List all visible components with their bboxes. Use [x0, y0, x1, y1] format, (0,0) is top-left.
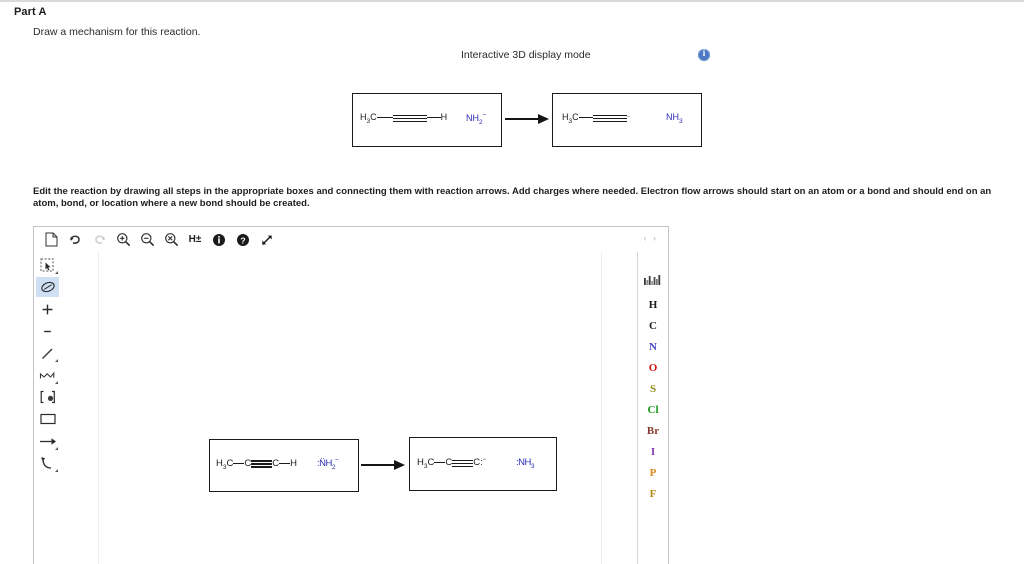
element-H[interactable]: H	[648, 299, 658, 311]
canvas-right-guide	[601, 252, 602, 564]
element-N[interactable]: N	[649, 341, 657, 353]
info-icon[interactable]	[210, 231, 228, 249]
element-S[interactable]: S	[649, 383, 657, 395]
reaction-arrow-tool[interactable]	[36, 431, 59, 451]
rectangle-box-tool[interactable]	[36, 409, 59, 429]
reaction-arrow	[505, 114, 551, 124]
element-palette: H C N O S Cl Br I P F	[637, 252, 668, 564]
mechanism-step-2-box[interactable]	[409, 437, 557, 491]
page-title: Part A	[14, 6, 47, 18]
zoom-reset-icon[interactable]	[162, 231, 180, 249]
hydrogen-toggle-button[interactable]: H±	[188, 233, 202, 245]
single-bond-tool[interactable]	[36, 343, 59, 363]
editor-toolbar: H± ? ‹ ›	[34, 227, 668, 252]
curved-arrow-tool[interactable]	[36, 453, 59, 473]
svg-text:?: ?	[240, 235, 245, 245]
select-tool[interactable]	[36, 255, 59, 275]
help-icon[interactable]: ?	[234, 231, 252, 249]
decrease-charge-tool[interactable]	[36, 321, 59, 341]
product-reagent: NH3	[666, 112, 683, 125]
palette-nav-chevrons[interactable]: ‹ ›	[643, 233, 658, 243]
reaction-reactant-box	[352, 93, 502, 147]
periodic-table-icon[interactable]	[644, 272, 662, 290]
mechanism-arrow[interactable]	[361, 460, 407, 470]
molecule-editor: H± ? ‹ ›	[33, 226, 669, 564]
undo-icon[interactable]	[66, 231, 84, 249]
mechanism-step-1-box[interactable]	[209, 439, 359, 492]
product-molecule: H3C⁻	[562, 112, 631, 125]
element-C[interactable]: C	[649, 320, 657, 332]
new-document-icon[interactable]	[42, 231, 60, 249]
redo-icon	[90, 231, 108, 249]
element-F[interactable]: F	[649, 488, 657, 500]
info-icon[interactable]	[698, 48, 710, 61]
prompt-text: Draw a mechanism for this reaction.	[33, 26, 201, 38]
zoom-out-icon[interactable]	[138, 231, 156, 249]
element-Br[interactable]: Br	[646, 425, 660, 437]
step-1-reagent: :N̈H2−	[317, 457, 339, 472]
chain-tool[interactable]	[36, 365, 59, 385]
display-mode-label: Interactive 3D display mode	[461, 49, 591, 61]
canvas-left-guide	[98, 252, 99, 564]
eraser-tool[interactable]	[36, 277, 59, 297]
reaction-product-box	[552, 93, 702, 147]
increase-charge-tool[interactable]	[36, 299, 59, 319]
reactant-reagent: NH2−	[466, 112, 487, 126]
element-P[interactable]: P	[649, 467, 657, 479]
editor-tool-rail	[34, 252, 62, 564]
element-Cl[interactable]: Cl	[647, 404, 659, 416]
top-divider	[0, 0, 1024, 2]
fullscreen-icon[interactable]	[258, 231, 276, 249]
bracket-tool[interactable]	[36, 387, 59, 407]
element-O[interactable]: O	[648, 362, 658, 374]
element-I[interactable]: I	[650, 446, 656, 458]
zoom-in-icon[interactable]	[114, 231, 132, 249]
step-2-reagent: :NH3	[516, 457, 535, 470]
instructions-text: Edit the reaction by drawing all steps i…	[33, 186, 992, 209]
